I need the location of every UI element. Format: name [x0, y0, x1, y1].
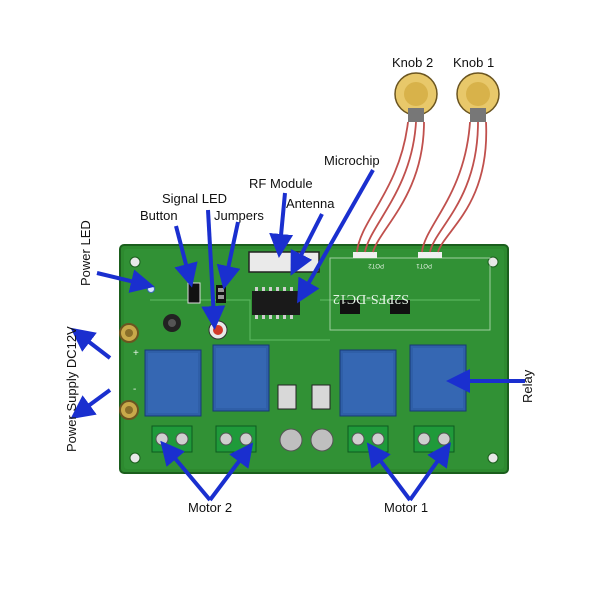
- small-ic-left: [340, 300, 360, 314]
- label-jumpers: Jumpers: [214, 208, 264, 223]
- label-knob-2: Knob 2: [392, 55, 434, 70]
- center-capacitor-left: [279, 428, 303, 452]
- terminal-block-2: [215, 425, 257, 453]
- jumpers-component: [216, 285, 226, 303]
- pot-headers: [353, 252, 442, 258]
- relay-1: [144, 349, 202, 417]
- terminal-block-1: [151, 425, 193, 453]
- rf-module: [248, 251, 320, 273]
- relay-4: [409, 344, 467, 412]
- pot1-label: POT1: [416, 262, 432, 268]
- button-component: [187, 282, 201, 304]
- pot2-label: POT2: [368, 262, 384, 268]
- terminal-block-4: [413, 425, 455, 453]
- label-power-supply: Power Supply DC12V: [64, 326, 79, 452]
- small-ic-right: [390, 300, 410, 314]
- knob-1: [456, 72, 500, 122]
- label-button: Button: [140, 208, 178, 223]
- board-model-text: S2PFS-DC12: [333, 291, 409, 306]
- knob-2: [394, 72, 438, 122]
- label-signal-led: Signal LED: [162, 191, 228, 206]
- label-knob-1: Knob 1: [453, 55, 495, 70]
- power-capacitor: [163, 314, 181, 332]
- label-motor-2: Motor 2: [188, 500, 233, 515]
- center-switch-left: [277, 384, 297, 410]
- callout-arrows: [70, 169, 525, 502]
- power-led: [147, 285, 155, 293]
- relays: [144, 344, 467, 417]
- relay-2: [212, 344, 270, 412]
- relay-3: [339, 349, 397, 417]
- terminal-block-3: [347, 425, 389, 453]
- label-power-led: Power LED: [78, 220, 93, 286]
- label-relay: Relay: [520, 369, 535, 403]
- center-capacitor-right: [310, 428, 334, 452]
- signal-led: [208, 320, 228, 340]
- plus-sign: +: [133, 348, 139, 359]
- label-antenna: Antenna: [286, 196, 335, 211]
- microchip: [252, 287, 300, 319]
- label-microchip: Microchip: [324, 153, 380, 168]
- minus-sign: -: [133, 384, 136, 395]
- label-rf-module: RF Module: [249, 176, 313, 191]
- center-switch-right: [311, 384, 331, 410]
- label-motor-1: Motor 1: [384, 500, 429, 515]
- knob-wires: [356, 121, 487, 253]
- power-supply-terminals: [119, 323, 139, 420]
